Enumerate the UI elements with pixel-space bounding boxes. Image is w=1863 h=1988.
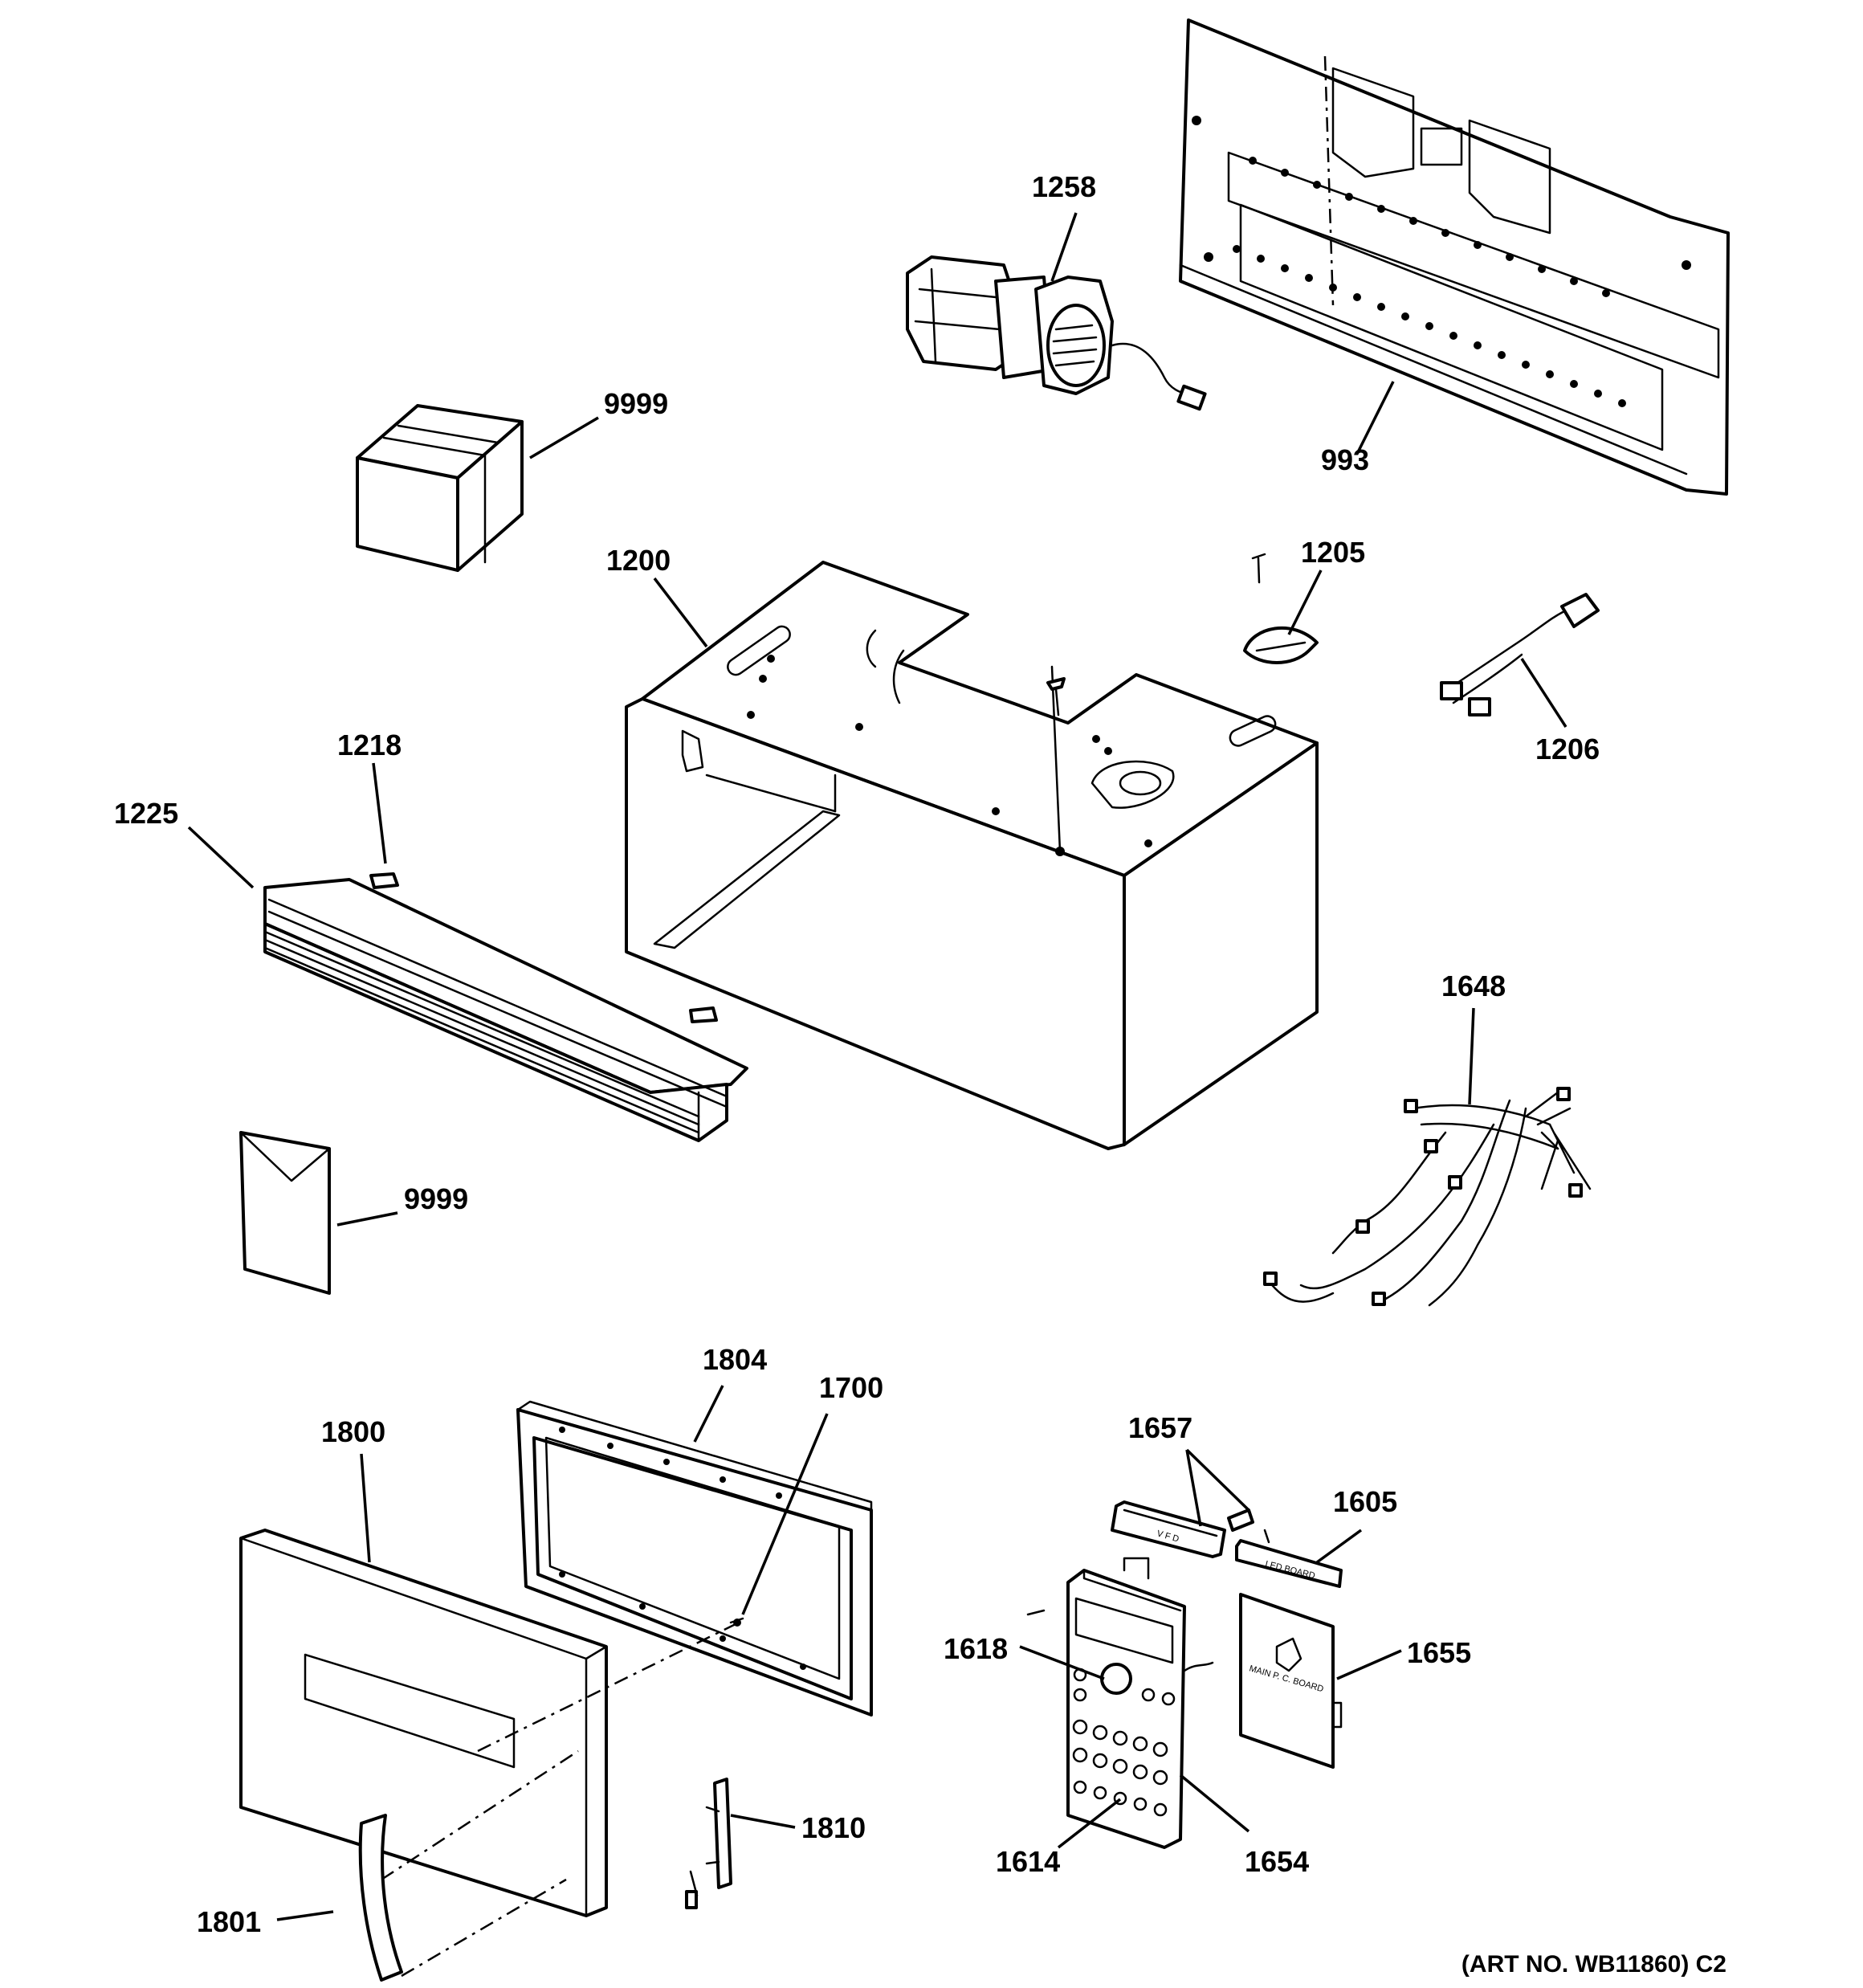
assembly-line-3	[401, 1878, 567, 1978]
wire-harness-1648	[1263, 1087, 1592, 1307]
control-housing-1654	[1026, 1557, 1214, 1849]
label-1800: 1800	[321, 1415, 385, 1448]
label-1225: 1225	[114, 797, 178, 830]
bracket-1205	[1243, 553, 1319, 664]
power-cord-1206	[1440, 593, 1600, 716]
label-1218: 1218	[337, 729, 402, 761]
assembly-line-2	[381, 1749, 579, 1881]
door-panel-1800	[239, 1529, 608, 1917]
assembly-line-1	[477, 1621, 740, 1753]
label-1801: 1801	[197, 1905, 261, 1938]
label-1205: 1205	[1301, 536, 1365, 569]
label-1648: 1648	[1441, 970, 1506, 1002]
handle-1801	[358, 1814, 403, 1982]
label-1810: 1810	[801, 1811, 866, 1844]
envelope-9999	[239, 1131, 331, 1295]
box-9999	[356, 404, 524, 572]
label-1200: 1200	[606, 544, 671, 577]
cabinet-wrapper-1200	[625, 561, 1319, 1150]
led-board-1605: LED BOARD	[1235, 1529, 1343, 1588]
screw-1200	[1046, 677, 1066, 716]
label-993: 993	[1321, 443, 1369, 476]
label-1657: 1657	[1128, 1411, 1192, 1444]
label-9999-box: 9999	[604, 387, 668, 420]
label-1618: 1618	[944, 1632, 1008, 1665]
art-number: (ART NO. WB11860) C2	[1461, 1951, 1726, 1978]
label-1258: 1258	[1032, 170, 1096, 203]
label-1206: 1206	[1535, 733, 1600, 765]
main-pc-board-1655: MAIN P. C. BOARD	[1239, 1593, 1343, 1769]
back-plate-993	[1179, 18, 1730, 496]
label-1654: 1654	[1245, 1845, 1309, 1878]
label-9999-envelope: 9999	[404, 1182, 468, 1215]
blower-motor-1258	[906, 255, 1207, 411]
label-1605: 1605	[1333, 1485, 1397, 1518]
latch-1810	[685, 1778, 732, 1909]
label-1614: 1614	[996, 1845, 1060, 1878]
vent-grille-1225	[263, 872, 748, 1142]
part-labels: 993 1258 9999 1200 1205 1206 1218 1225 9…	[114, 170, 1600, 1938]
vfd-display-1657: V F D	[1111, 1500, 1254, 1558]
leader-lines	[187, 212, 1567, 1921]
label-1804: 1804	[703, 1343, 767, 1376]
door-frame-1804	[516, 1400, 873, 1717]
label-1700: 1700	[819, 1371, 883, 1404]
label-1655: 1655	[1407, 1636, 1471, 1669]
